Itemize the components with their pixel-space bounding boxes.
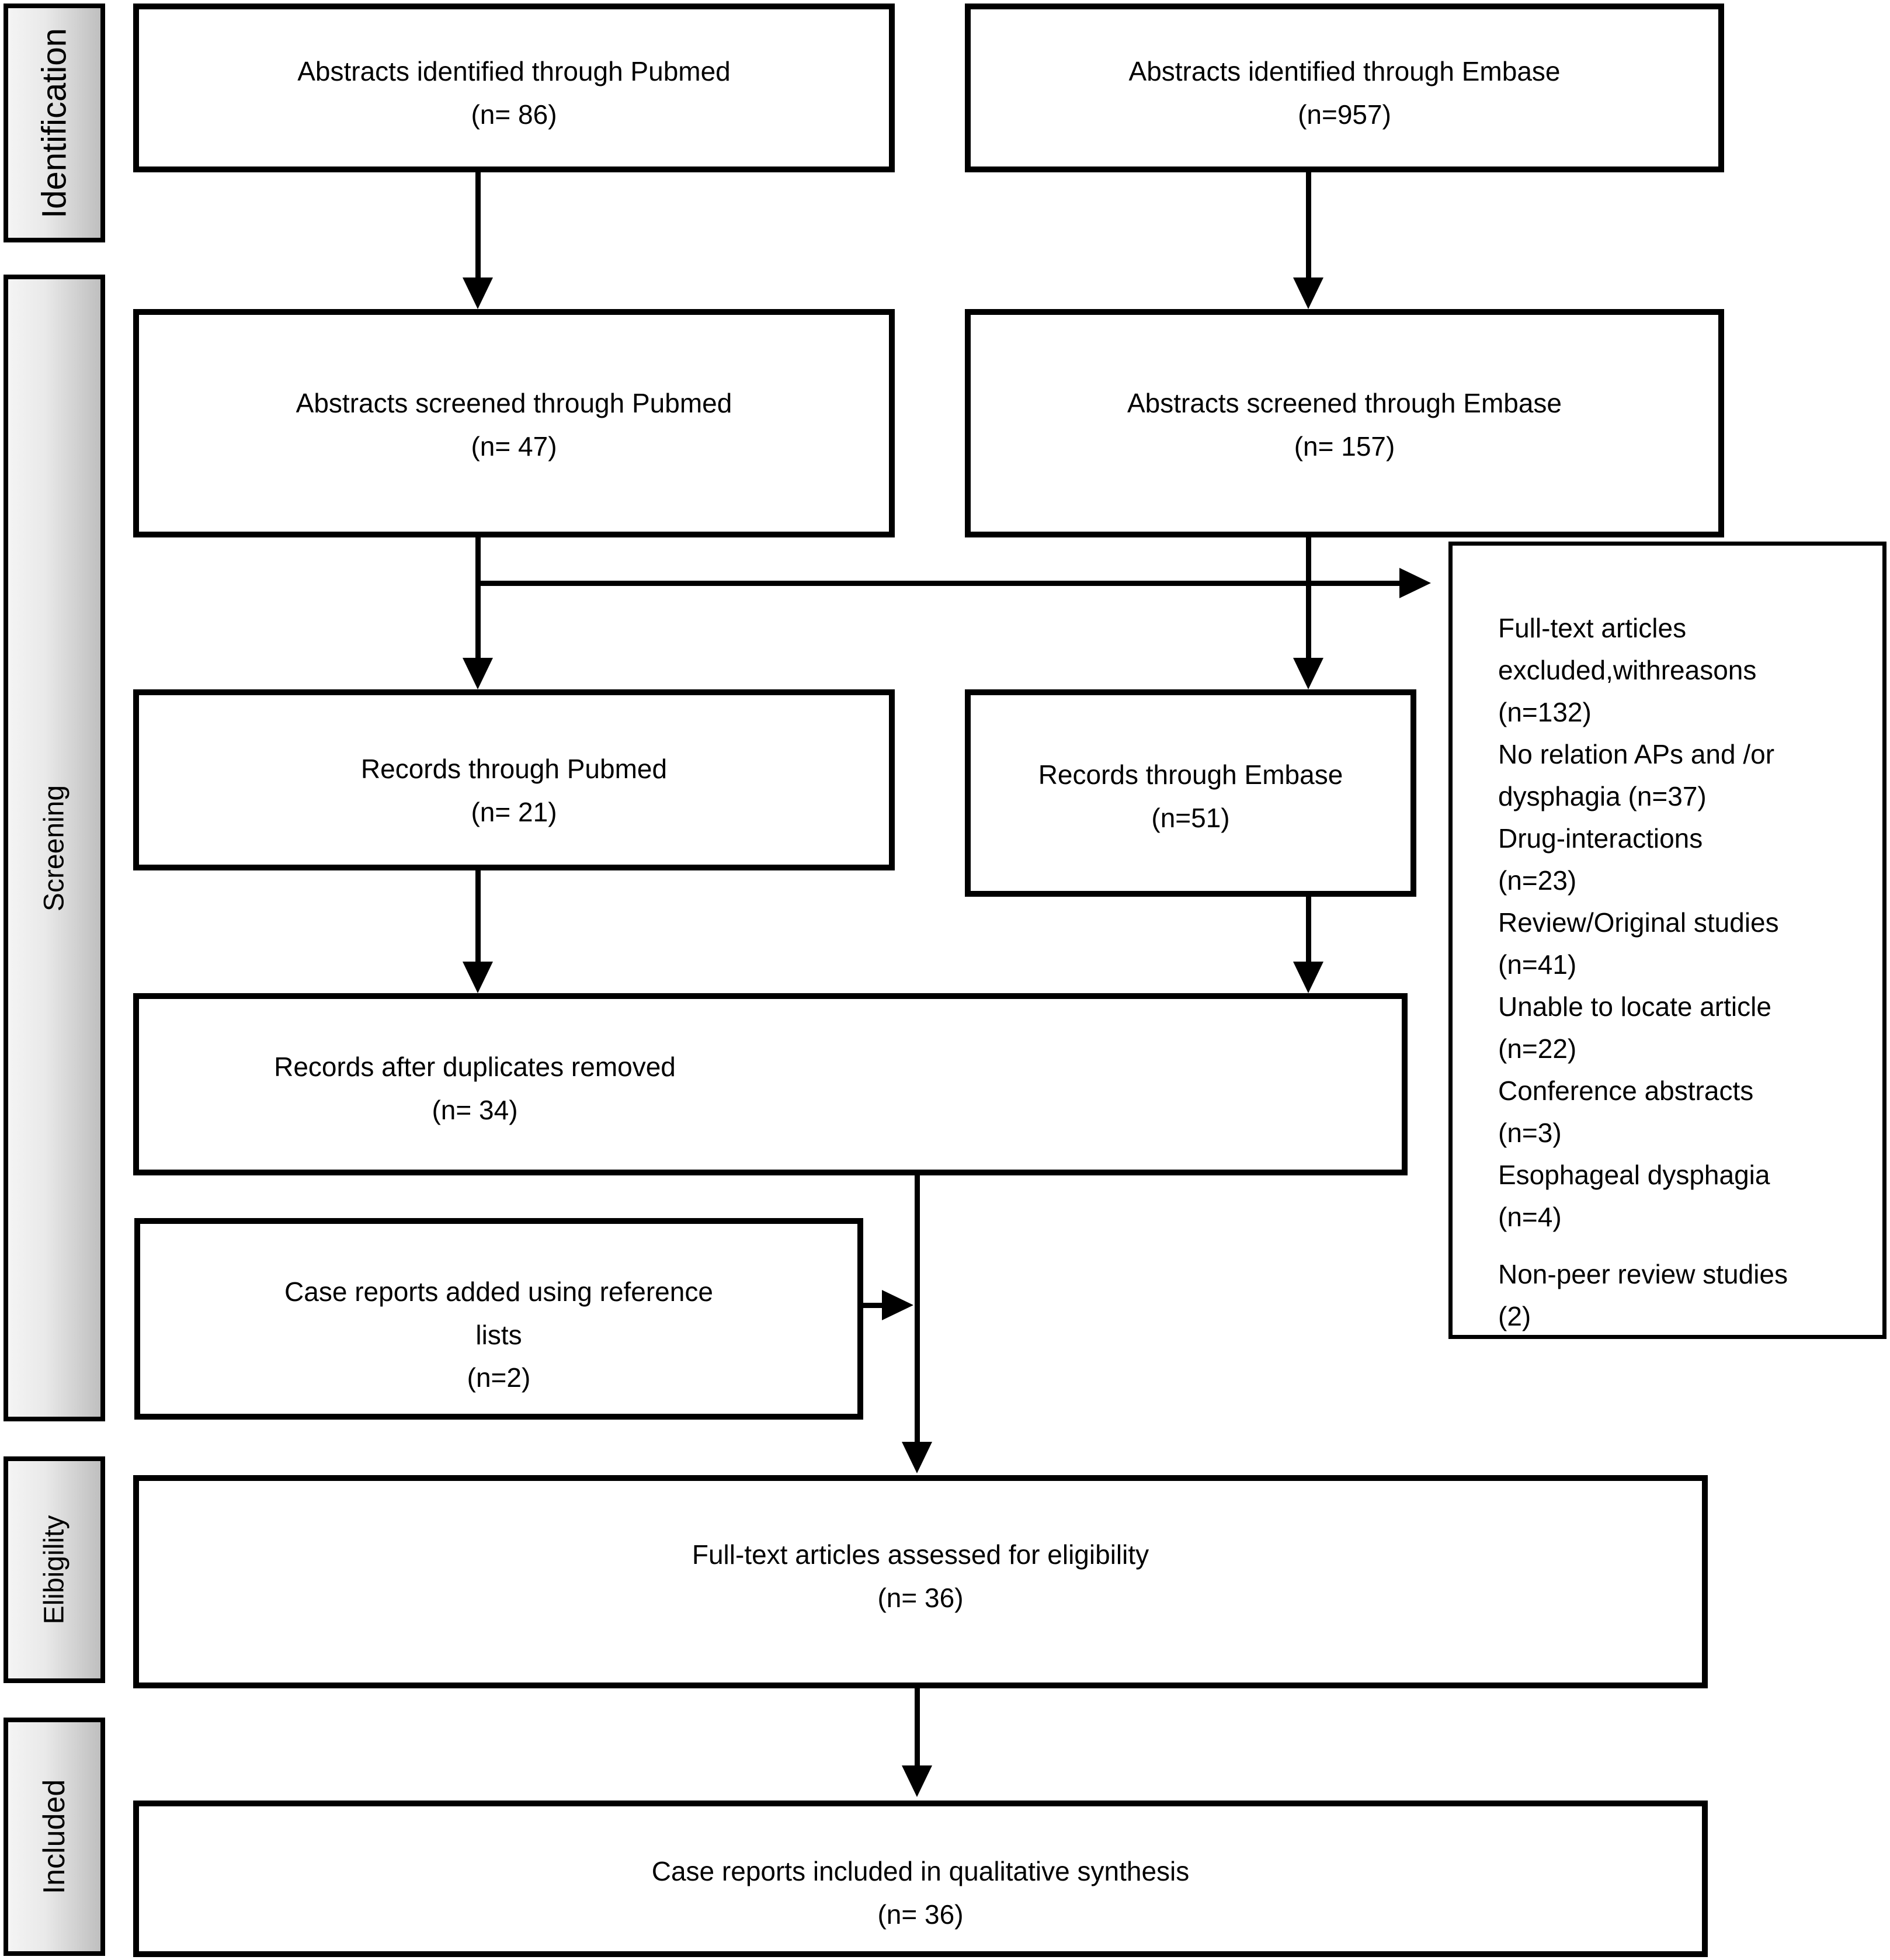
connector-fulltext-to-included-line <box>915 1688 920 1768</box>
stage-screening: Screening <box>4 275 105 1421</box>
box-case-reports-added: Case reports added using reference lists… <box>134 1218 863 1420</box>
connector-pubmed-records-line <box>475 870 481 964</box>
arrow-to-exclusion-box <box>1399 568 1431 598</box>
exclusion-line: Conference abstracts <box>1498 1076 1754 1106</box>
connector-pubmed-identified-line <box>475 172 481 281</box>
exclusion-line: (n=22) <box>1498 1033 1577 1064</box>
box-records-embase-text: Records through Embase <box>1038 759 1343 790</box>
exclusion-line: (n=132) <box>1498 697 1592 727</box>
arrow-pubmed-identified-to-screened <box>463 277 493 309</box>
box-abstracts-identified-pubmed-text: Abstracts identified through Pubmed <box>297 56 731 86</box>
exclusion-line: (n=3) <box>1498 1118 1562 1148</box>
box-abstracts-screened-embase: Abstracts screened through Embase (n= 15… <box>965 309 1724 537</box>
exclusion-line: dysphagia (n=37) <box>1498 781 1707 811</box>
arrow-embase-records-to-duplicates <box>1293 962 1323 993</box>
box-records-pubmed: Records through Pubmed (n= 21) <box>133 689 895 870</box>
box-included-synthesis-count: (n= 36) <box>877 1899 964 1930</box>
box-abstracts-identified-embase: Abstracts identified through Embase (n=9… <box>965 4 1724 172</box>
connector-duplicates-to-fulltext-line <box>915 1175 920 1444</box>
box-fulltext-assessed: Full-text articles assessed for eligibil… <box>133 1475 1708 1688</box>
exclusion-line: (2) <box>1498 1301 1531 1331</box>
stage-identification: Identification <box>4 4 105 242</box>
box-fulltext-assessed-text: Full-text articles assessed for eligibil… <box>692 1539 1149 1570</box>
box-case-reports-added-text1: Case reports added using reference <box>284 1276 713 1307</box>
box-abstracts-screened-pubmed: Abstracts screened through Pubmed (n= 47… <box>133 309 895 537</box>
connector-case-reports-line <box>863 1303 884 1308</box>
arrow-pubmed-screened-to-records <box>463 658 493 689</box>
stage-screening-label: Screening <box>39 785 70 911</box>
exclusion-line: Drug-interactions <box>1498 823 1703 854</box>
stage-eligibility: Elibigility <box>4 1456 105 1683</box>
exclusion-line: No relation APs and /or <box>1498 739 1775 769</box>
exclusion-line: (n=23) <box>1498 865 1577 896</box>
box-abstracts-identified-embase-count: (n=957) <box>1298 99 1391 130</box>
exclusion-line: excluded,withreasons <box>1498 655 1757 685</box>
connector-embase-identified-line <box>1306 172 1311 281</box>
box-abstracts-identified-embase-text: Abstracts identified through Embase <box>1128 56 1561 86</box>
box-fulltext-assessed-count: (n= 36) <box>877 1582 964 1613</box>
arrow-fulltext-to-included <box>902 1765 932 1797</box>
stage-included: Included <box>4 1718 105 1956</box>
box-records-pubmed-count: (n= 21) <box>471 796 557 827</box>
arrow-embase-identified-to-screened <box>1293 277 1323 309</box>
exclusion-line: Review/Original studies <box>1498 907 1779 938</box>
arrow-case-reports-to-mainline <box>882 1290 913 1320</box>
box-duplicates-removed-text: Records after duplicates removed <box>274 1052 676 1082</box>
box-duplicates-removed: Records after duplicates removed (n= 34) <box>133 993 1408 1175</box>
box-abstracts-identified-pubmed: Abstracts identified through Pubmed (n= … <box>133 4 895 172</box>
box-abstracts-screened-pubmed-text: Abstracts screened through Pubmed <box>296 388 732 418</box>
connector-pubmed-screened-line <box>475 537 481 661</box>
exclusion-line: Full-text articles <box>1498 613 1687 643</box>
exclusion-line: Esophageal dysphagia <box>1498 1160 1770 1190</box>
connector-embase-screened-line <box>1306 537 1311 661</box>
arrow-pubmed-records-to-duplicates <box>463 962 493 993</box>
box-abstracts-screened-pubmed-count: (n= 47) <box>471 431 557 462</box>
box-included-synthesis: Case reports included in qualitative syn… <box>133 1801 1708 1957</box>
box-abstracts-screened-embase-count: (n= 157) <box>1294 431 1395 462</box>
box-abstracts-screened-embase-text: Abstracts screened through Embase <box>1127 388 1562 418</box>
box-duplicates-removed-count: (n= 34) <box>432 1094 518 1125</box>
stage-identification-label: Identification <box>35 27 74 218</box>
exclusion-line: (n=41) <box>1498 949 1577 980</box>
box-records-embase: Records through Embase (n=51) <box>965 689 1416 897</box>
box-records-pubmed-text: Records through Pubmed <box>360 754 668 784</box>
stage-eligibility-label: Elibigility <box>39 1515 70 1625</box>
arrow-duplicates-to-fulltext <box>902 1442 932 1473</box>
exclusion-line: Unable to locate article <box>1498 991 1771 1022</box>
box-abstracts-identified-pubmed-count: (n= 86) <box>471 99 557 130</box>
stage-included-label: Included <box>37 1779 71 1895</box>
box-included-synthesis-text: Case reports included in qualitative syn… <box>651 1856 1190 1886</box>
box-fulltext-excluded-reasons: Full-text articles excluded,withreasons … <box>1448 542 1886 1339</box>
connector-embase-records-line <box>1306 897 1311 964</box>
box-case-reports-added-text2: lists <box>475 1319 522 1350</box>
exclusion-line: (n=4) <box>1498 1202 1562 1232</box>
arrow-embase-screened-to-records <box>1293 658 1323 689</box>
connector-to-exclusion-line <box>478 581 1401 586</box>
box-records-embase-count: (n=51) <box>1151 802 1230 833</box>
box-case-reports-added-count: (n=2) <box>467 1362 531 1393</box>
exclusion-line: Non-peer review studies <box>1498 1259 1788 1289</box>
